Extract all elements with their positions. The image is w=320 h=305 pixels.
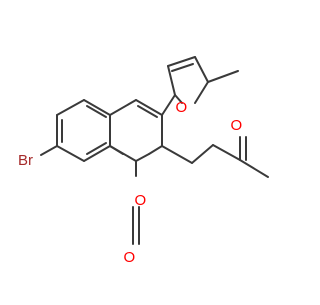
- atom-label-furan-oxygen: O: [176, 99, 188, 116]
- bond-ring: [135, 99, 163, 116]
- bond-furan: [194, 56, 209, 83]
- bond-aromatic: [83, 145, 111, 162]
- bond-furan-double-inner: [171, 63, 194, 72]
- atom-label-bromine: Br: [18, 152, 33, 169]
- bond-ring: [109, 99, 137, 116]
- bonds: [40, 56, 269, 245]
- atom-label-ketone-oxygen: O: [231, 117, 243, 134]
- bond-methyl: [239, 159, 269, 178]
- bond-ring-double-inner: [137, 105, 158, 118]
- bond-br-c: [40, 145, 58, 156]
- bond-chain: [191, 144, 214, 164]
- bond-ring: [109, 145, 137, 162]
- atom-label-lactone-carbonyl-oxygen: O: [124, 249, 136, 266]
- bond-aromatic: [83, 99, 111, 116]
- bond-furan: [167, 65, 176, 96]
- bond-ring-o: [148, 145, 163, 155]
- bond-aryl-furyl: [161, 94, 176, 116]
- atom-label-lactone-ring-oxygen: O: [135, 192, 147, 209]
- bond-furan-o: [194, 81, 209, 104]
- bond-chain: [212, 144, 241, 161]
- bond-ring: [135, 153, 150, 162]
- bond-chain: [161, 145, 193, 164]
- bond-aromatic: [56, 99, 85, 116]
- bond-methyl: [207, 70, 239, 83]
- bond-aromatic: [56, 145, 85, 162]
- bond-furan: [167, 56, 196, 67]
- chemical-structure-diagram: Br O O O O: [18, 56, 269, 266]
- atom-labels: Br O O O O: [18, 99, 242, 266]
- bond-aromatic-inner: [86, 105, 107, 118]
- bond-furan-o: [174, 94, 183, 104]
- structure-canvas: Br O O O O: [18, 56, 269, 266]
- bond-aromatic-inner: [86, 142, 107, 155]
